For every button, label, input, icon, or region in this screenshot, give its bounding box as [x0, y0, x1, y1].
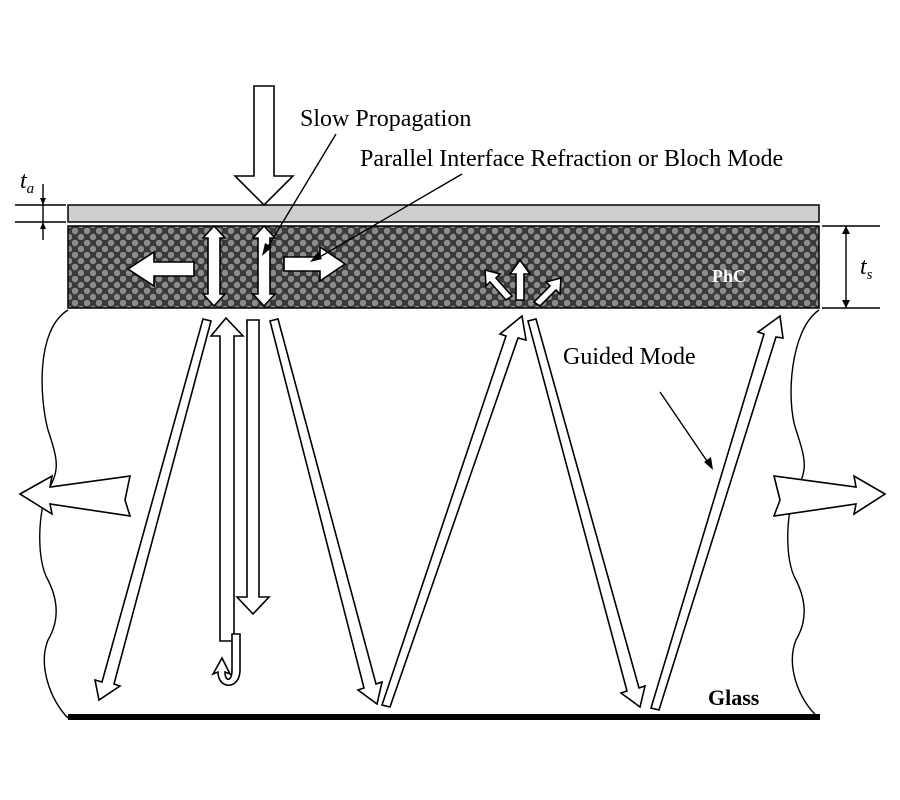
ray-up-right-1: [380, 314, 527, 708]
top-coating-layer: [67, 204, 820, 223]
right-wavy-boundary: [787, 309, 820, 719]
parallel-interface-pointer: [317, 173, 463, 259]
slow-propagation-label: Slow Propagation: [300, 106, 471, 132]
glass-substrate-line: [68, 714, 820, 720]
ta-label-sub: a: [27, 181, 35, 197]
right-escape-arrow: [772, 474, 887, 517]
slow-propagation-double-arrow-1: [201, 224, 227, 308]
slow-propagation-pointer-head: [262, 243, 272, 256]
ts-label-base: t: [860, 254, 868, 280]
ts-arrowhead-up: [842, 226, 850, 234]
scatter-left-arrow: [484, 268, 514, 302]
ray-down-right-2: [527, 318, 647, 709]
scatter-up-arrow: [508, 258, 532, 301]
ta-label: ta: [20, 168, 34, 197]
reflection-hook-arrow: [211, 633, 241, 687]
vertical-up-arrow: [209, 316, 245, 642]
guided-mode-label: Guided Mode: [563, 344, 696, 370]
scatter-right-arrow: [532, 276, 562, 308]
phc-label: PhC: [712, 266, 746, 286]
ray-down-left-1: [93, 318, 212, 702]
slow-propagation-pointer: [265, 133, 337, 251]
guided-mode-pointer-head: [704, 457, 713, 470]
guided-mode-pointer: [659, 391, 710, 465]
glass-label: Glass: [708, 685, 760, 710]
ray-down-right-1: [269, 318, 384, 706]
incident-light-arrow: [233, 85, 295, 207]
parallel-interface-pointer-head: [310, 252, 322, 262]
ta-arrowhead-up: [40, 222, 46, 229]
left-wavy-boundary: [39, 309, 69, 719]
ts-label: ts: [860, 254, 873, 283]
ray-up-right-2: [649, 314, 784, 711]
bloch-right-arrow: [283, 245, 347, 283]
vertical-down-arrow: [235, 319, 271, 616]
bloch-left-arrow: [126, 250, 195, 288]
ts-label-sub: s: [867, 267, 873, 283]
ta-arrowhead-down: [40, 198, 46, 205]
left-escape-arrow: [18, 474, 132, 517]
ta-label-base: t: [20, 168, 28, 194]
ts-arrowhead-down: [842, 300, 850, 308]
parallel-interface-label: Parallel Interface Refraction or Bloch M…: [360, 146, 783, 172]
